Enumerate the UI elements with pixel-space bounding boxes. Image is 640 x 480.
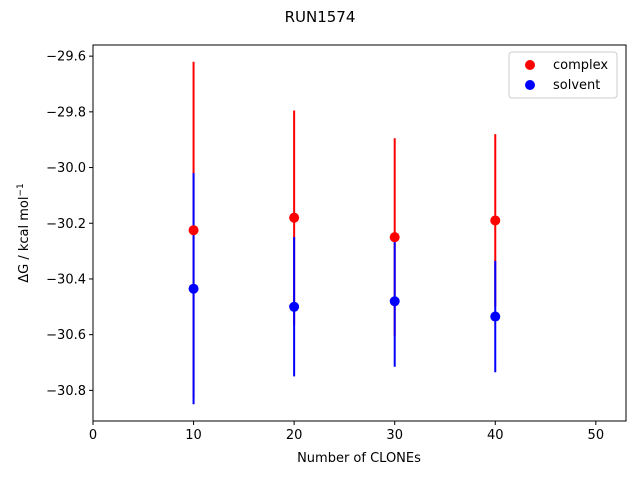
y-tick-label: −30.4 — [46, 272, 86, 287]
legend-marker-complex — [525, 60, 535, 70]
x-tick-label: 50 — [588, 428, 605, 443]
y-axis-ticks: −30.8 −30.6 −30.4 −30.2 −30.0 −29.8 −29.6 — [46, 50, 93, 399]
data-point-solvent — [289, 301, 300, 312]
legend-label-solvent: solvent — [553, 78, 600, 93]
x-axis-ticks: 0 10 20 30 40 50 — [89, 421, 604, 443]
legend: complex solvent — [508, 51, 618, 99]
x-tick-label: 10 — [185, 428, 202, 443]
y-axis-label: ΔG / kcal mol−1 — [16, 183, 32, 283]
data-point-complex — [389, 232, 400, 243]
data-point-solvent — [188, 283, 199, 294]
x-tick-label: 20 — [286, 428, 303, 443]
legend-marker-solvent — [525, 80, 535, 90]
data-point-complex — [490, 215, 501, 226]
legend-box — [508, 51, 618, 99]
y-tick-label: −30.8 — [46, 384, 86, 399]
axes-frame — [92, 44, 627, 422]
y-tick-label: −30.6 — [46, 328, 86, 343]
data-point-solvent — [490, 311, 501, 322]
y-tick-label: −29.6 — [46, 50, 86, 65]
y-axis-label-superscript: −1 — [16, 183, 26, 196]
x-tick-label: 0 — [89, 428, 97, 443]
x-tick-label: 40 — [487, 428, 504, 443]
y-tick-label: −30.2 — [46, 217, 86, 232]
data-point-complex — [188, 225, 199, 236]
x-axis-label: Number of CLONEs — [297, 451, 421, 466]
y-axis-label-main: ΔG / kcal mol — [17, 197, 32, 283]
chart-title: RUN1574 — [285, 8, 356, 26]
x-tick-label: 30 — [386, 428, 403, 443]
data-point-complex — [289, 212, 300, 223]
data-points — [188, 212, 501, 322]
data-point-solvent — [389, 296, 400, 307]
y-tick-label: −30.0 — [46, 161, 86, 176]
y-tick-label: −29.8 — [46, 105, 86, 120]
legend-label-complex: complex — [553, 58, 608, 73]
